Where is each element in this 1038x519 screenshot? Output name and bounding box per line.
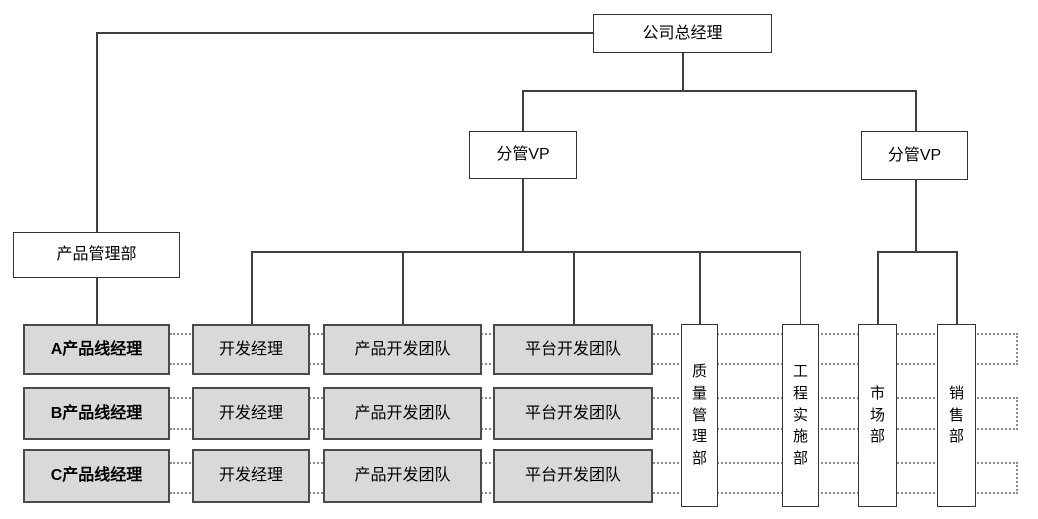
connector-line [402, 251, 404, 324]
connector-line [522, 90, 524, 131]
connector-line [573, 251, 575, 324]
node-platform-team-a: 平台开发团队 [493, 324, 653, 375]
node-vp-right: 分管VP [861, 131, 968, 180]
connector-line [877, 251, 879, 324]
node-dev-manager-a: 开发经理 [192, 324, 310, 375]
node-product-line-b-manager: B产品线经理 [23, 387, 170, 440]
node-quality-management-dept: 质量管理部 [681, 324, 718, 507]
connector-line [96, 278, 98, 324]
connector-line [699, 251, 701, 324]
connector-line [251, 251, 253, 324]
node-product-line-c-manager: C产品线经理 [23, 449, 170, 503]
node-dev-manager-c: 开发经理 [192, 449, 310, 503]
connector-line [251, 251, 801, 253]
dept-label: 销售部 [949, 384, 965, 446]
connector-line [96, 32, 593, 34]
connector-line [915, 180, 917, 252]
node-general-manager: 公司总经理 [593, 14, 772, 53]
node-sales-dept: 销售部 [937, 324, 976, 507]
connector-line [522, 90, 916, 92]
node-product-team-c: 产品开发团队 [323, 449, 482, 503]
node-product-team-a: 产品开发团队 [323, 324, 482, 375]
node-dev-manager-b: 开发经理 [192, 387, 310, 440]
node-engineering-implementation-dept: 工程实施部 [782, 324, 819, 507]
dotted-line [1016, 462, 1018, 494]
connector-line [522, 179, 524, 252]
connector-line [682, 53, 684, 91]
node-platform-team-c: 平台开发团队 [493, 449, 653, 503]
dept-label: 质量管理部 [692, 363, 708, 468]
node-vp-left: 分管VP [469, 131, 577, 179]
connector-line [915, 90, 917, 131]
connector-line [956, 251, 958, 324]
node-product-team-b: 产品开发团队 [323, 387, 482, 440]
dotted-line [1016, 333, 1018, 365]
dept-label: 市场部 [870, 384, 886, 446]
dept-label: 工程实施部 [793, 363, 809, 468]
dotted-line [1016, 397, 1018, 430]
node-product-management: 产品管理部 [13, 232, 180, 278]
connector-line [877, 251, 957, 253]
connector-line [799, 251, 801, 324]
connector-line [96, 32, 98, 232]
node-product-line-a-manager: A产品线经理 [23, 324, 170, 375]
node-marketing-dept: 市场部 [858, 324, 897, 507]
node-platform-team-b: 平台开发团队 [493, 387, 653, 440]
